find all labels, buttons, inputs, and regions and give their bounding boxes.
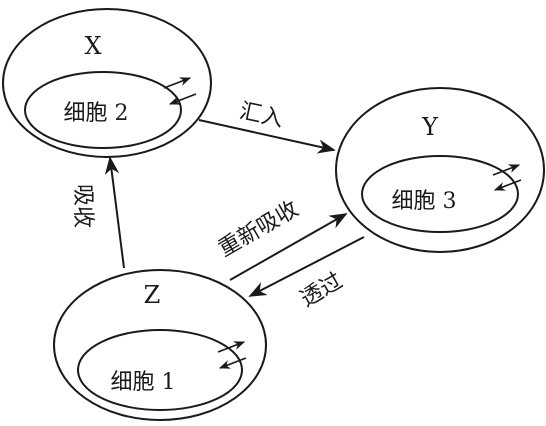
cell-1-label: 细胞 1 xyxy=(111,370,176,395)
inner-ellipse-cell-3 xyxy=(361,155,519,233)
node-z: Z 细胞 1 xyxy=(53,269,267,421)
edge-x-to-y-label: 汇入 xyxy=(237,99,285,133)
node-z-label: Z xyxy=(144,281,161,309)
edge-z-to-x-arrow xyxy=(104,156,125,269)
edge-z-to-y-label: 重新吸收 xyxy=(214,197,303,263)
inner-ellipse-cell-1 xyxy=(77,329,243,411)
edge-z-to-x-label: 吸收 xyxy=(70,184,95,228)
exchange-arrow-in-icon xyxy=(168,93,197,105)
edge-z-to-y: 重新吸收 xyxy=(214,197,348,281)
node-x-label: X xyxy=(84,32,101,60)
edge-y-to-z-arrow xyxy=(248,236,365,297)
edge-y-to-z: 透过 xyxy=(248,236,365,313)
edge-z-to-y-arrow xyxy=(229,213,348,281)
exchange-arrow-in-icon xyxy=(493,179,522,191)
edge-x-to-y-arrow xyxy=(198,119,336,154)
cell-2-label: 细胞 2 xyxy=(64,101,129,126)
exchange-arrow-out-icon xyxy=(217,341,246,353)
outer-ellipse-y xyxy=(335,87,545,253)
node-x: X 细胞 2 xyxy=(2,8,212,158)
exchange-arrow-out-icon xyxy=(492,164,521,176)
inner-ellipse-cell-2 xyxy=(24,71,182,149)
exchange-arrow-out-icon xyxy=(163,77,192,89)
edge-y-to-z-label: 透过 xyxy=(296,269,347,313)
node-y-label: Y xyxy=(421,113,439,141)
outer-ellipse-x xyxy=(2,8,212,158)
exchange-arrow-in-icon xyxy=(218,357,247,369)
cell-3-label: 细胞 3 xyxy=(392,189,457,214)
edge-z-to-x: 吸收 xyxy=(70,156,125,269)
outer-ellipse-z xyxy=(53,269,267,421)
node-y: Y 细胞 3 xyxy=(335,87,545,253)
edge-x-to-y: 汇入 xyxy=(198,99,336,154)
